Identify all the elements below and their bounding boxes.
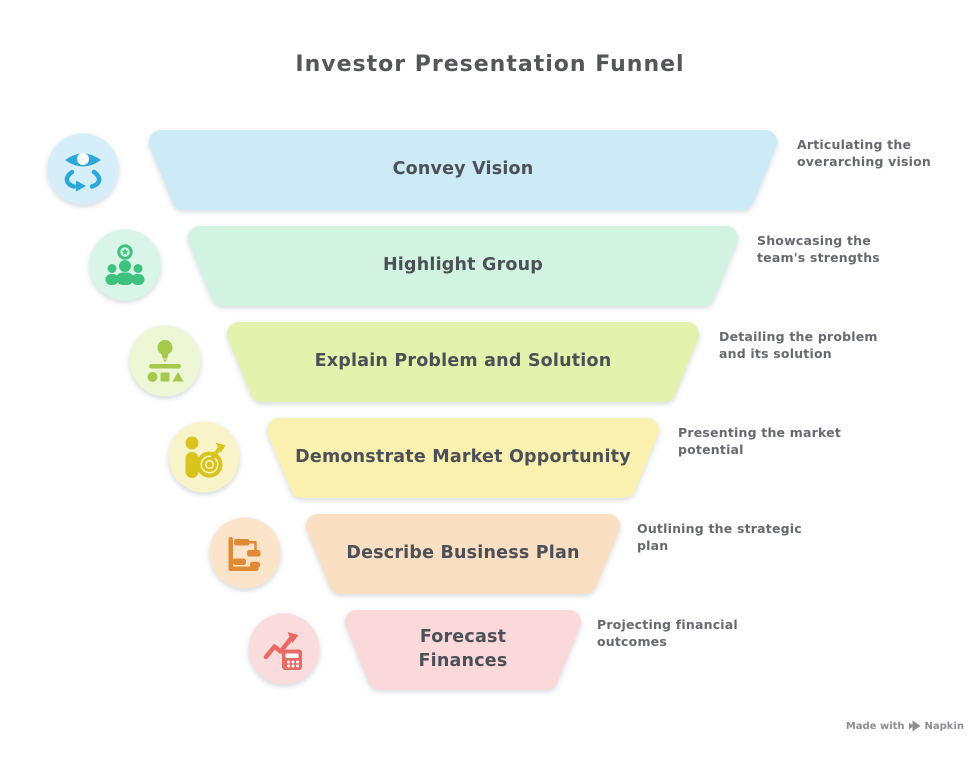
stage-description: Presenting the market potential bbox=[678, 425, 842, 457]
stage-description: Detailing the problem and its solution bbox=[719, 329, 878, 361]
funnel-stage-shape bbox=[188, 226, 738, 306]
business-plan-icon bbox=[209, 517, 281, 589]
napkin-watermark[interactable]: Made with Napkin bbox=[846, 720, 964, 732]
funnel-stage-shape bbox=[345, 610, 581, 690]
funnel-stage-shape bbox=[227, 322, 699, 402]
vision-icon bbox=[47, 133, 119, 205]
stage-description: Showcasing the team's strengths bbox=[757, 233, 880, 265]
problem-solution-icon bbox=[129, 325, 201, 397]
finance-forecast-icon bbox=[248, 613, 320, 685]
stage-description: Outlining the strategic plan bbox=[637, 521, 802, 553]
page-title: Investor Presentation Funnel bbox=[295, 52, 685, 77]
stage-description: Articulating the overarching vision bbox=[797, 137, 932, 169]
napkin-pen-icon bbox=[908, 720, 921, 732]
funnel-stage-shape bbox=[306, 514, 620, 594]
funnel-stage-shape bbox=[267, 418, 659, 498]
team-icon bbox=[89, 229, 161, 301]
stage-description: Projecting financial outcomes bbox=[597, 617, 738, 649]
watermark-brand: Napkin bbox=[924, 720, 964, 732]
watermark-prefix: Made with bbox=[845, 720, 905, 732]
market-target-icon bbox=[168, 421, 240, 493]
funnel-stage-shape bbox=[149, 130, 777, 210]
